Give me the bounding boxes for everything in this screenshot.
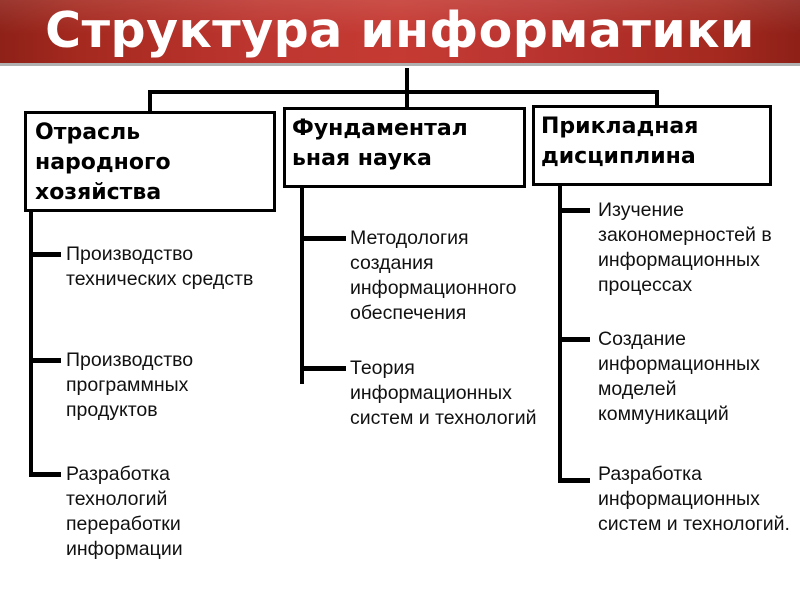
tick-right-3 bbox=[558, 478, 590, 483]
tick-left-3 bbox=[29, 472, 61, 477]
spine-left bbox=[29, 200, 33, 476]
root-stem-line bbox=[405, 68, 409, 94]
root-drop-left bbox=[148, 90, 152, 113]
root-bus-line bbox=[148, 90, 659, 94]
leaf-right-1: Изучение закономерностей в информационны… bbox=[598, 199, 772, 296]
node-box-right[interactable] bbox=[532, 105, 772, 186]
tick-left-1 bbox=[29, 252, 61, 257]
root-drop-center bbox=[405, 90, 409, 108]
node-label-left: Отрасль народного хозяйства bbox=[35, 120, 171, 205]
node-box-center[interactable] bbox=[283, 107, 526, 188]
leaf-right-2: Создание информационных моделей коммуник… bbox=[598, 328, 760, 425]
tick-right-2 bbox=[558, 337, 590, 342]
leaf-center-1: Методология создания информационного обе… bbox=[350, 227, 517, 324]
leaf-center-2: Теория информационных систем и технологи… bbox=[350, 357, 537, 429]
page-title: Структура информатики bbox=[45, 2, 755, 59]
node-label-center: Фундаментал ьная наука bbox=[292, 116, 468, 171]
root-drop-right bbox=[655, 90, 659, 107]
title-banner bbox=[0, 0, 800, 66]
leaf-left-1: Производство технических средств bbox=[66, 243, 254, 290]
leaf-right-3: Разработка информационных систем и техно… bbox=[598, 463, 790, 535]
node-box-left[interactable] bbox=[24, 111, 276, 212]
leaf-left-2: Производство программных продуктов bbox=[66, 349, 194, 421]
leaf-left-3: Разработка технологий переработки информ… bbox=[66, 463, 183, 560]
tick-left-2 bbox=[29, 358, 61, 363]
tick-right-1 bbox=[558, 208, 590, 213]
node-label-right: Прикладная дисциплина bbox=[541, 114, 699, 169]
spine-right bbox=[558, 184, 562, 482]
tick-center-1 bbox=[300, 236, 346, 241]
spine-center bbox=[300, 186, 304, 384]
tick-center-2 bbox=[300, 366, 346, 371]
